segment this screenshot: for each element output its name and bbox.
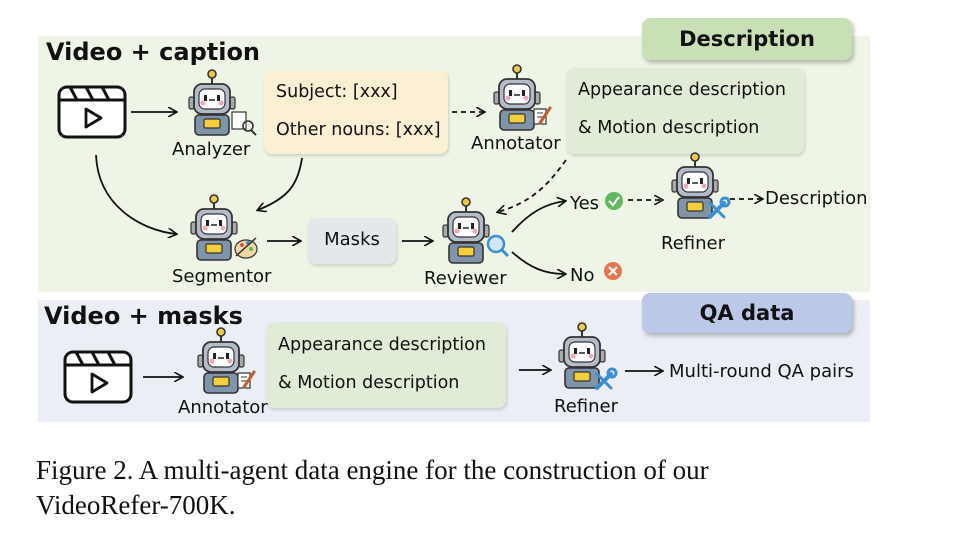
analyzer-label: Analyzer (172, 139, 251, 160)
magnifier-icon (486, 234, 510, 258)
bottom-description-box: Appearance description & Motion descript… (266, 322, 506, 408)
qa-output-label: Multi-round QA pairs (669, 361, 854, 382)
other-nouns-line: Other nouns: [xxx] (276, 120, 441, 140)
reviewer-yes-arrow (511, 201, 565, 233)
video-to-segmentor-arrow (95, 154, 176, 234)
analyzer-robot-icon (188, 69, 236, 136)
video-icon (57, 85, 127, 139)
cross-icon (604, 262, 622, 280)
qa-data-tag: QA data (642, 293, 852, 333)
bottom-annotator-label: Annotator (178, 397, 268, 418)
caption-to-segmentor-arrow (258, 157, 303, 210)
bottom-annotator-robot-icon (197, 327, 245, 394)
segmentor-robot-icon (190, 194, 238, 261)
figure-caption-line1: Figure 2. A multi-agent data engine for … (36, 455, 709, 485)
segmentor-label: Segmentor (172, 266, 272, 287)
video-masks-title: Video + masks (44, 302, 243, 330)
pen-icon (532, 106, 552, 126)
pen-icon (236, 370, 256, 390)
subject-line: Subject: [xxx] (276, 82, 398, 102)
reviewer-robot-icon (442, 197, 490, 264)
motion-description-line: & Motion description (278, 373, 460, 393)
refiner-robot-icon (671, 152, 719, 219)
video-icon (63, 350, 133, 404)
appearance-description-line: Appearance description (578, 80, 786, 100)
top-description-box: Appearance description & Motion descript… (566, 68, 804, 154)
reviewer-label: Reviewer (424, 268, 507, 289)
description-tag: Description (642, 18, 852, 60)
no-label: No (570, 265, 595, 286)
masks-box: Masks (308, 218, 396, 264)
video-caption-title: Video + caption (46, 38, 261, 66)
bottom-refiner-label: Refiner (554, 396, 618, 417)
annotator-robot-icon (493, 64, 541, 131)
yes-label: Yes (570, 193, 600, 214)
appearance-description-line: Appearance description (278, 335, 486, 355)
description-output-label: Description (765, 188, 868, 209)
annotator-label: Annotator (471, 133, 561, 154)
check-icon (605, 192, 623, 210)
figure-caption-line2: VideoRefer-700K. (36, 490, 236, 520)
wrench-icon (708, 196, 731, 219)
magnifier-doc-icon (231, 111, 257, 136)
motion-description-line: & Motion description (578, 118, 760, 138)
caption-parse-box: Subject: [xxx] Other nouns: [xxx] (264, 70, 448, 154)
reviewer-no-arrow (511, 251, 565, 274)
palette-icon (234, 237, 258, 259)
bottom-refiner-robot-icon (558, 322, 606, 389)
wrench-icon (595, 367, 618, 390)
annotator-to-reviewer-arrow (498, 159, 567, 212)
refiner-label: Refiner (661, 233, 725, 254)
